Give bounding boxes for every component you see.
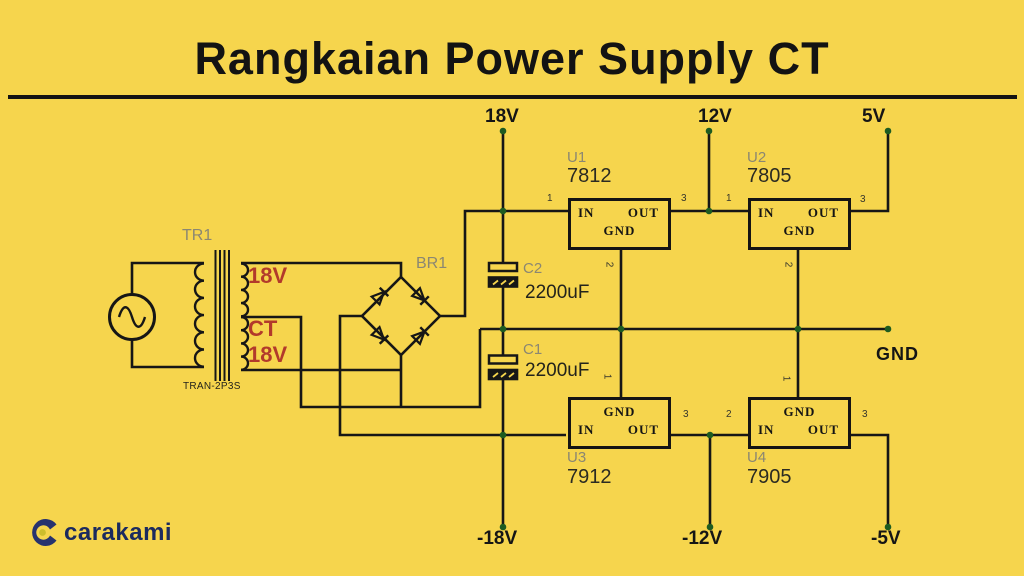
u1-pin-gnd: 2 [603,261,615,268]
u3-ref: U3 [567,449,587,466]
secondary-coil-bottom [240,315,250,371]
c1-value: 2200uF [525,360,590,381]
label-rail-gnd: GND [876,344,919,364]
u2-box: IN OUT GND [748,198,851,250]
capacitor-c2-plate-top [487,261,519,273]
capacitor-c1-plate-top [487,354,519,365]
transformer-part: TRAN-2P3S [183,381,241,392]
u2-label-gnd: GND [783,223,816,238]
u2-ref: U2 [747,149,767,166]
u3-label-out: OUT [627,422,659,437]
u1-label-gnd: GND [603,223,636,238]
bridge-ref: BR1 [416,255,448,272]
u1-label-out: OUT [627,205,659,220]
logo-brand-text: carakami [64,518,173,546]
u3-pin-gnd: 1 [601,373,613,380]
u3-label-gnd: GND [603,404,636,419]
label-rail-5v: 5V [862,106,886,127]
wire-secondary-top [241,261,403,277]
transformer-ref: TR1 [182,227,213,244]
diode-icon [369,286,390,307]
u3-pin-out: 3 [683,409,689,420]
title-divider [8,95,1017,99]
secondary-coil-top [240,262,250,318]
u4-pin-in: 2 [726,409,732,420]
u4-label-in: IN [758,422,775,437]
label-rail-neg5: -5V [871,528,901,549]
page-title: Rangkaian Power Supply CT [194,33,830,84]
sine-wave-icon [117,306,147,328]
logo-c-icon [32,519,57,546]
c1-ref: C1 [523,341,543,358]
u3-label-in: IN [578,422,595,437]
u4-ref: U4 [747,449,767,466]
diode-icon [410,326,430,346]
wire-positive-rail [440,209,568,318]
u4-box: GND IN OUT [748,397,851,449]
diode-icon [410,286,430,306]
wire-center-tap [241,315,482,409]
u2-pin-out: 3 [860,194,866,205]
wire-negative-rail [338,314,566,437]
bridge-rectifier [360,275,442,357]
u4-pin-out: 3 [862,409,868,420]
u1-box: IN OUT GND [568,198,671,250]
u1-part: 7812 [567,165,612,187]
primary-coil [193,262,205,368]
u1-ref: U1 [567,149,587,166]
winding-label-center-tap: CT [248,316,278,341]
u2-pin-gnd: 2 [782,261,794,268]
winding-label-top: 18V [248,263,288,288]
u3-part: 7912 [567,466,612,488]
wire-primary-top [130,261,204,295]
wire-u2-out-5v [850,131,890,213]
u4-part: 7905 [747,466,792,488]
winding-label-bottom: 18V [248,342,288,367]
u3-box: GND IN OUT [568,397,671,449]
brand-logo: carakami [30,514,172,551]
u2-pin-in: 1 [726,193,732,204]
u1-pin-out: 3 [681,193,687,204]
u2-part: 7805 [747,165,792,187]
u4-label-out: OUT [807,422,839,437]
wire-u4-out-neg5 [850,433,890,527]
diode-icon [369,325,390,345]
u1-pin-in: 1 [547,193,553,204]
u2-label-in: IN [758,205,775,220]
u4-pin-gnd: 1 [780,375,792,382]
label-rail-18v: 18V [485,106,519,127]
c2-ref: C2 [523,260,543,277]
c2-value: 2200uF [525,282,590,303]
u4-label-gnd: GND [783,404,816,419]
wire-primary-bottom [130,339,204,369]
u2-label-out: OUT [807,205,839,220]
label-rail-neg12: -12V [682,528,723,549]
transformer-core [214,250,230,381]
junction-dots [499,127,892,531]
label-rail-12v: 12V [698,106,732,127]
u1-label-in: IN [578,205,595,220]
label-rail-neg18: -18V [477,528,518,549]
